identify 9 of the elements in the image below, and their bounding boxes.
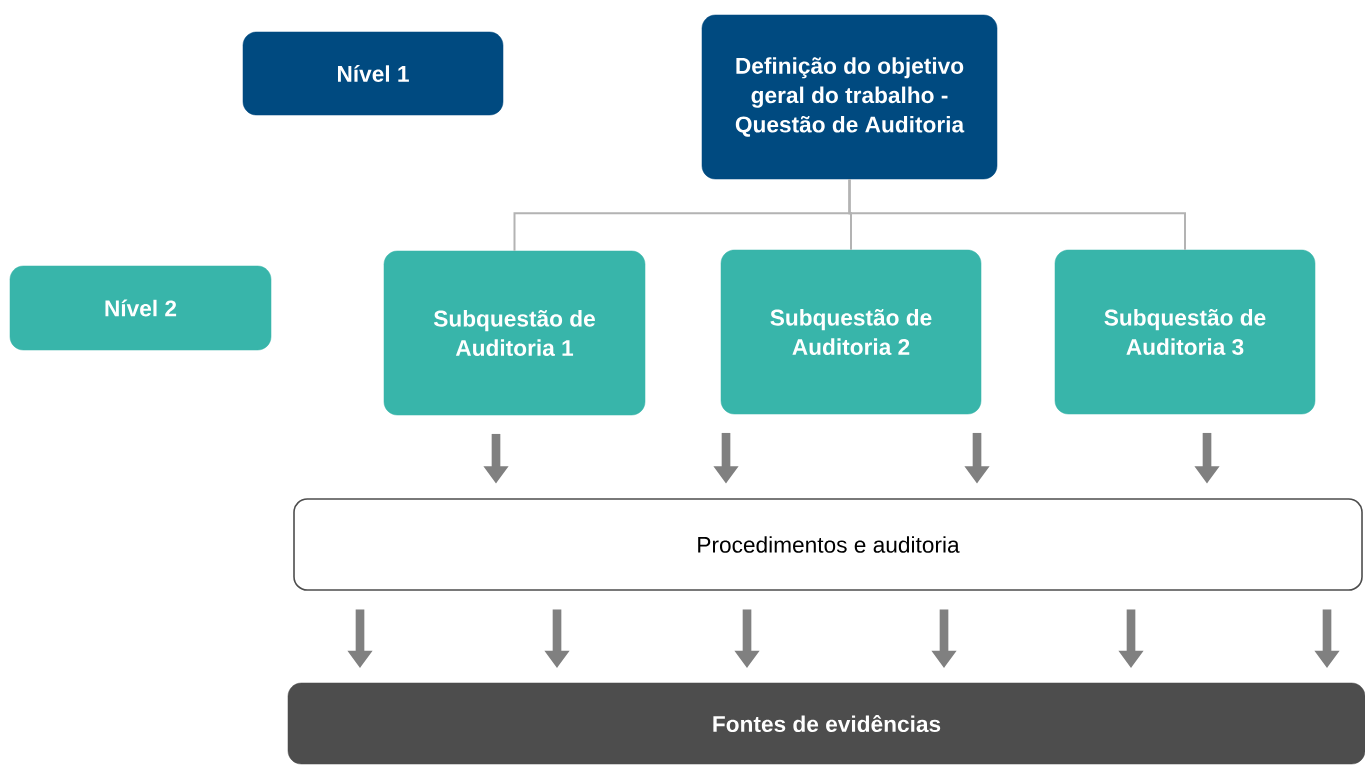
level-box: Nível 1 — [242, 31, 504, 116]
subquestion-box: Subquestão de Auditoria 3 — [1054, 249, 1316, 415]
subquestion-box: Subquestão de Auditoria 2 — [720, 249, 982, 415]
procedures-box: Procedimentos e auditoria — [293, 498, 1363, 591]
level-box: Nível 2 — [9, 265, 272, 351]
question-box: Definição do objetivo geral do trabalho - Questão de Auditoria — [701, 14, 998, 180]
subquestion-box: Subquestão de Auditoria 1 — [383, 250, 646, 416]
connector-line — [848, 178, 1186, 251]
evidence-sources-box: Fontes de evidências — [287, 682, 1365, 765]
